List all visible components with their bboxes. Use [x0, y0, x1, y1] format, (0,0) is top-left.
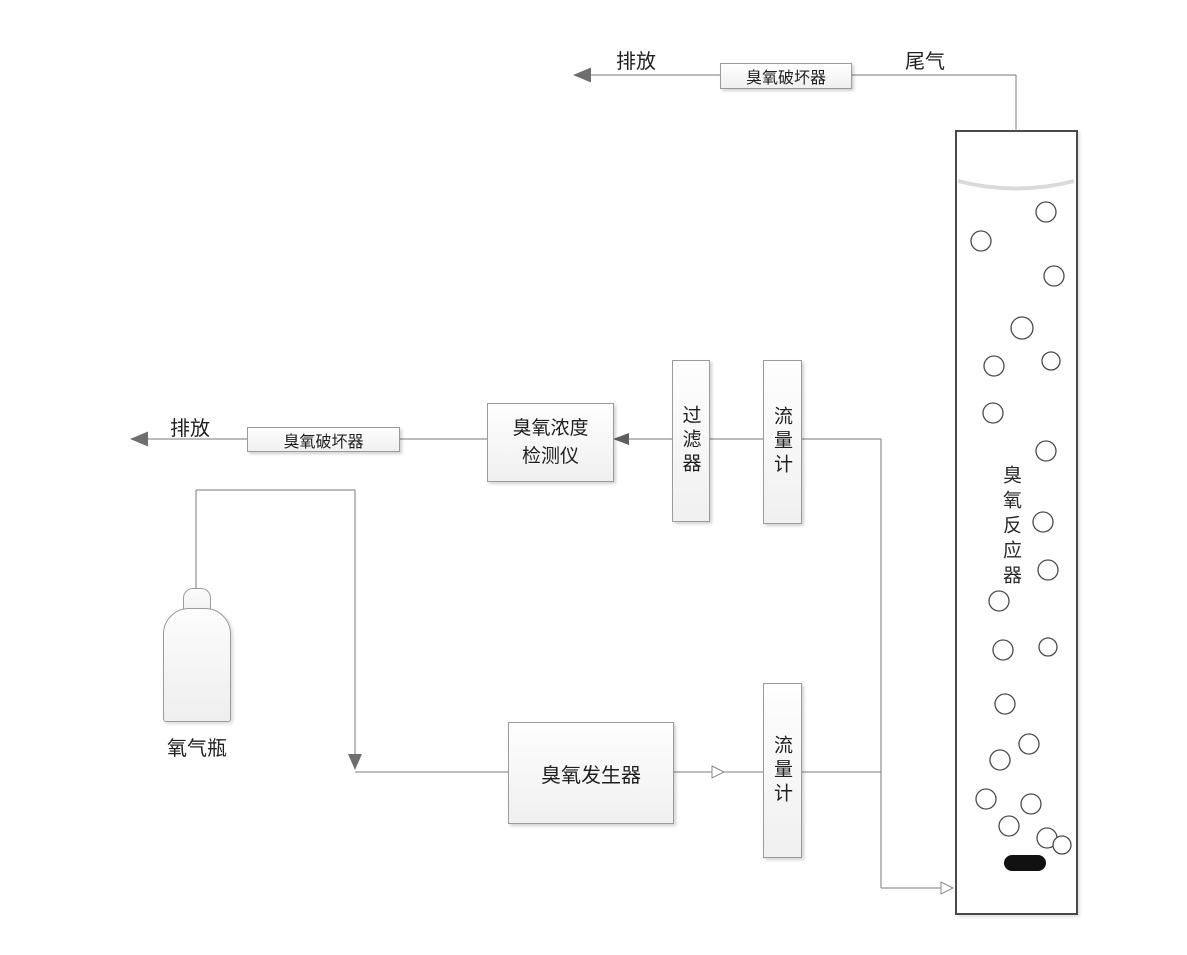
flow-meter-label-bottom: 流量计: [771, 734, 793, 807]
arrow-discharge-mid: [130, 431, 148, 447]
flow-meter-label-mid: 流量计: [771, 406, 793, 478]
filter-box: 过滤器: [672, 360, 710, 522]
arrow-down-feed: [348, 754, 362, 770]
ozone-detector-label-line1: 臭氧浓度: [512, 416, 589, 439]
ozone-destructor-box-top: 臭氧破坏器: [720, 63, 852, 89]
discharge-label-top: 排放: [616, 49, 656, 73]
ozone-destructor-box-mid: 臭氧破坏器: [247, 427, 400, 452]
arrow-reactor-inlet: [940, 881, 955, 895]
flow-meter-box-bottom: 流量计: [763, 683, 802, 858]
ozone-generator-label: 臭氧发生器: [541, 762, 641, 787]
filter-label: 过滤器: [679, 405, 702, 477]
arrow-discharge-top: [573, 67, 591, 83]
arrow-into-detector: [613, 433, 629, 445]
ozone-destructor-label-top: 臭氧破坏器: [745, 68, 826, 87]
arrow-generator-out: [711, 765, 726, 779]
ozone-destructor-label-mid: 臭氧破坏器: [283, 431, 364, 451]
ozone-detector-box: 臭氧浓度 检测仪: [487, 403, 614, 482]
tail-gas-label: 尾气: [905, 49, 945, 73]
ozone-reactor-label: 臭氧反应器: [1000, 464, 1022, 590]
oxygen-cylinder-label: 氧气瓶: [167, 736, 227, 760]
oxygen-cylinder-body: [163, 608, 231, 722]
ozone-reactor-column: [955, 130, 1078, 915]
discharge-label-mid: 排放: [170, 416, 210, 440]
ozone-detector-label-line2: 检测仪: [521, 444, 579, 467]
ozone-generator-box: 臭氧发生器: [508, 722, 674, 824]
flow-meter-box-mid: 流量计: [763, 360, 802, 524]
